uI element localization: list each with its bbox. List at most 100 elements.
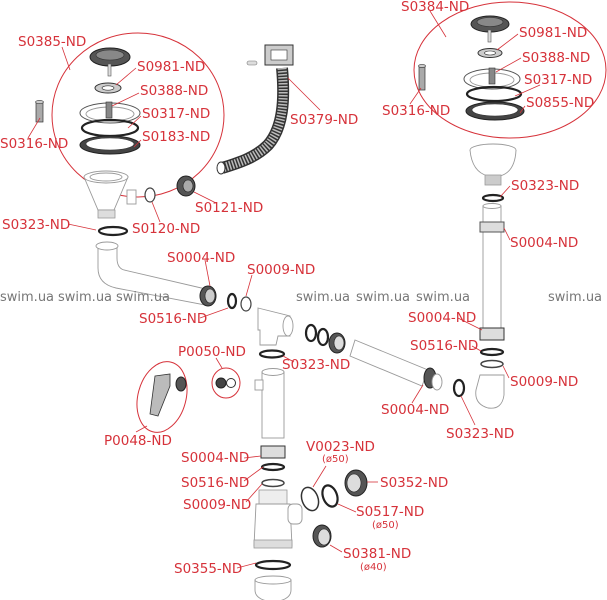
leader-line <box>236 562 257 569</box>
label-s0004-left: S0004-ND <box>167 250 235 266</box>
hose-ribs <box>220 67 288 173</box>
part-p0050: P0050-ND <box>178 344 246 399</box>
label-s0317-right: S0317-ND <box>524 72 592 88</box>
left-strainer-kit: S0385-ND S0981-ND S0388-ND S0317-ND S018… <box>18 32 225 198</box>
pipe-end <box>431 373 443 391</box>
leader-line <box>111 92 140 107</box>
outlet-thread <box>484 174 502 186</box>
reducer-hole <box>317 528 331 546</box>
label-s0316-left: S0316-ND <box>0 136 68 152</box>
label-s0388-right: S0388-ND <box>522 50 590 66</box>
cap-icon <box>226 378 236 388</box>
leader-line <box>460 395 476 426</box>
label-s0323-right: S0323-ND <box>511 178 579 194</box>
pipe-top <box>482 203 502 209</box>
watermark: swim.ua <box>58 290 112 305</box>
leader-line <box>115 67 137 86</box>
seal-ring-hole <box>101 85 115 91</box>
strainer-basket-icon <box>89 47 131 77</box>
watermark: swim.ua <box>416 290 470 305</box>
label-s0517: S0517-ND <box>356 504 424 520</box>
label-s0981-right: S0981-ND <box>519 25 587 41</box>
group-outline <box>413 1 607 139</box>
label-s0323-diag: S0323-ND <box>446 426 514 442</box>
leader-line <box>61 46 71 71</box>
nut-icon <box>260 445 286 459</box>
leader-line <box>215 357 223 369</box>
leader-line <box>282 355 295 363</box>
label-p0050: P0050-ND <box>178 344 246 360</box>
watermark: swim.ua <box>116 290 170 305</box>
label-s0120: S0120-ND <box>132 221 200 237</box>
gasket-icon <box>254 559 292 571</box>
label-s0121: S0121-ND <box>195 200 263 216</box>
label-s0381: S0381-ND <box>343 546 411 562</box>
strainer-basket-icon <box>470 15 510 43</box>
outlet-bowl <box>469 149 517 177</box>
strainer-pin-left: S0316-ND <box>0 100 68 152</box>
leader-line <box>133 139 142 148</box>
pin-cap <box>418 64 426 68</box>
nut-hole <box>204 288 216 304</box>
gasket-icon <box>260 462 286 472</box>
label-s0384: S0384-ND <box>401 0 469 15</box>
gasket-icon <box>316 327 330 347</box>
pin-icon <box>418 65 426 91</box>
leader-line <box>514 84 541 97</box>
label-s0355: S0355-ND <box>174 561 242 577</box>
screw-post-icon <box>105 101 113 119</box>
hose-connector-icon <box>149 373 171 417</box>
label-s0004-center: S0004-ND <box>181 450 249 466</box>
watermark: swim.ua <box>0 290 54 305</box>
leader-line <box>499 185 511 198</box>
seal-ring-hole <box>484 50 496 56</box>
leader-line <box>503 227 511 241</box>
overflow-hose: S0379-ND <box>216 44 358 175</box>
left-outlet-body: S0323-ND S0120-ND S0121-ND <box>2 170 263 237</box>
label-s0323-left: S0323-ND <box>2 217 70 233</box>
leader-line <box>337 503 357 513</box>
label-s0004-diag: S0004-ND <box>381 402 449 418</box>
elbow-icon <box>475 374 505 409</box>
nut-icon <box>479 221 505 233</box>
label-s0316-right: S0316-ND <box>382 103 450 119</box>
leader-line <box>519 105 526 114</box>
leader-line <box>151 201 161 223</box>
gasket-icon <box>226 292 238 310</box>
leader-line <box>243 466 264 482</box>
pipe-top <box>95 241 119 251</box>
label-s0516-left: S0516-ND <box>139 311 207 327</box>
leader-line <box>329 544 343 553</box>
leader-line <box>496 33 519 51</box>
label-s0385: S0385-ND <box>18 34 86 50</box>
group-outline <box>211 367 241 399</box>
label-s0004-right-top: S0004-ND <box>510 235 578 251</box>
leader-line <box>135 425 148 433</box>
left-bend-pipe: S0004-ND S0009-ND S0516-ND <box>95 241 315 327</box>
overflow-spigot <box>126 189 137 205</box>
leader-line <box>27 117 41 139</box>
label-s0004-right-bottom: S0004-ND <box>408 310 476 326</box>
overflow-plate-window <box>270 49 288 61</box>
screw-post-icon <box>488 67 496 85</box>
nut-icon <box>215 377 227 389</box>
label-s0855: S0855-ND <box>526 95 594 111</box>
leader-line <box>471 345 482 352</box>
label-v0023-size: (ø50) <box>322 454 349 465</box>
leader-line <box>193 191 217 204</box>
side-outlet-parts: V0023-ND (ø50) S0352-ND S0517-ND (ø50) S… <box>300 439 448 573</box>
label-s0388-left: S0388-ND <box>140 83 208 99</box>
adapter-ring-icon <box>300 486 320 512</box>
leader-line <box>204 259 211 287</box>
gasket-icon <box>304 323 318 343</box>
right-outlet-column: S0323-ND S0004-ND S0004-ND S0516-ND S000… <box>408 143 579 409</box>
leader-line <box>245 483 263 503</box>
center-trap: S0323-ND S0004-ND S0516-ND S0009-ND S035… <box>174 349 350 600</box>
leader-line <box>287 77 321 111</box>
leader-line <box>457 317 483 331</box>
watermark: swim.ua <box>356 290 410 305</box>
gasket-icon <box>481 193 505 203</box>
rubber-gasket-hole <box>85 137 135 151</box>
leader-line <box>127 115 142 129</box>
